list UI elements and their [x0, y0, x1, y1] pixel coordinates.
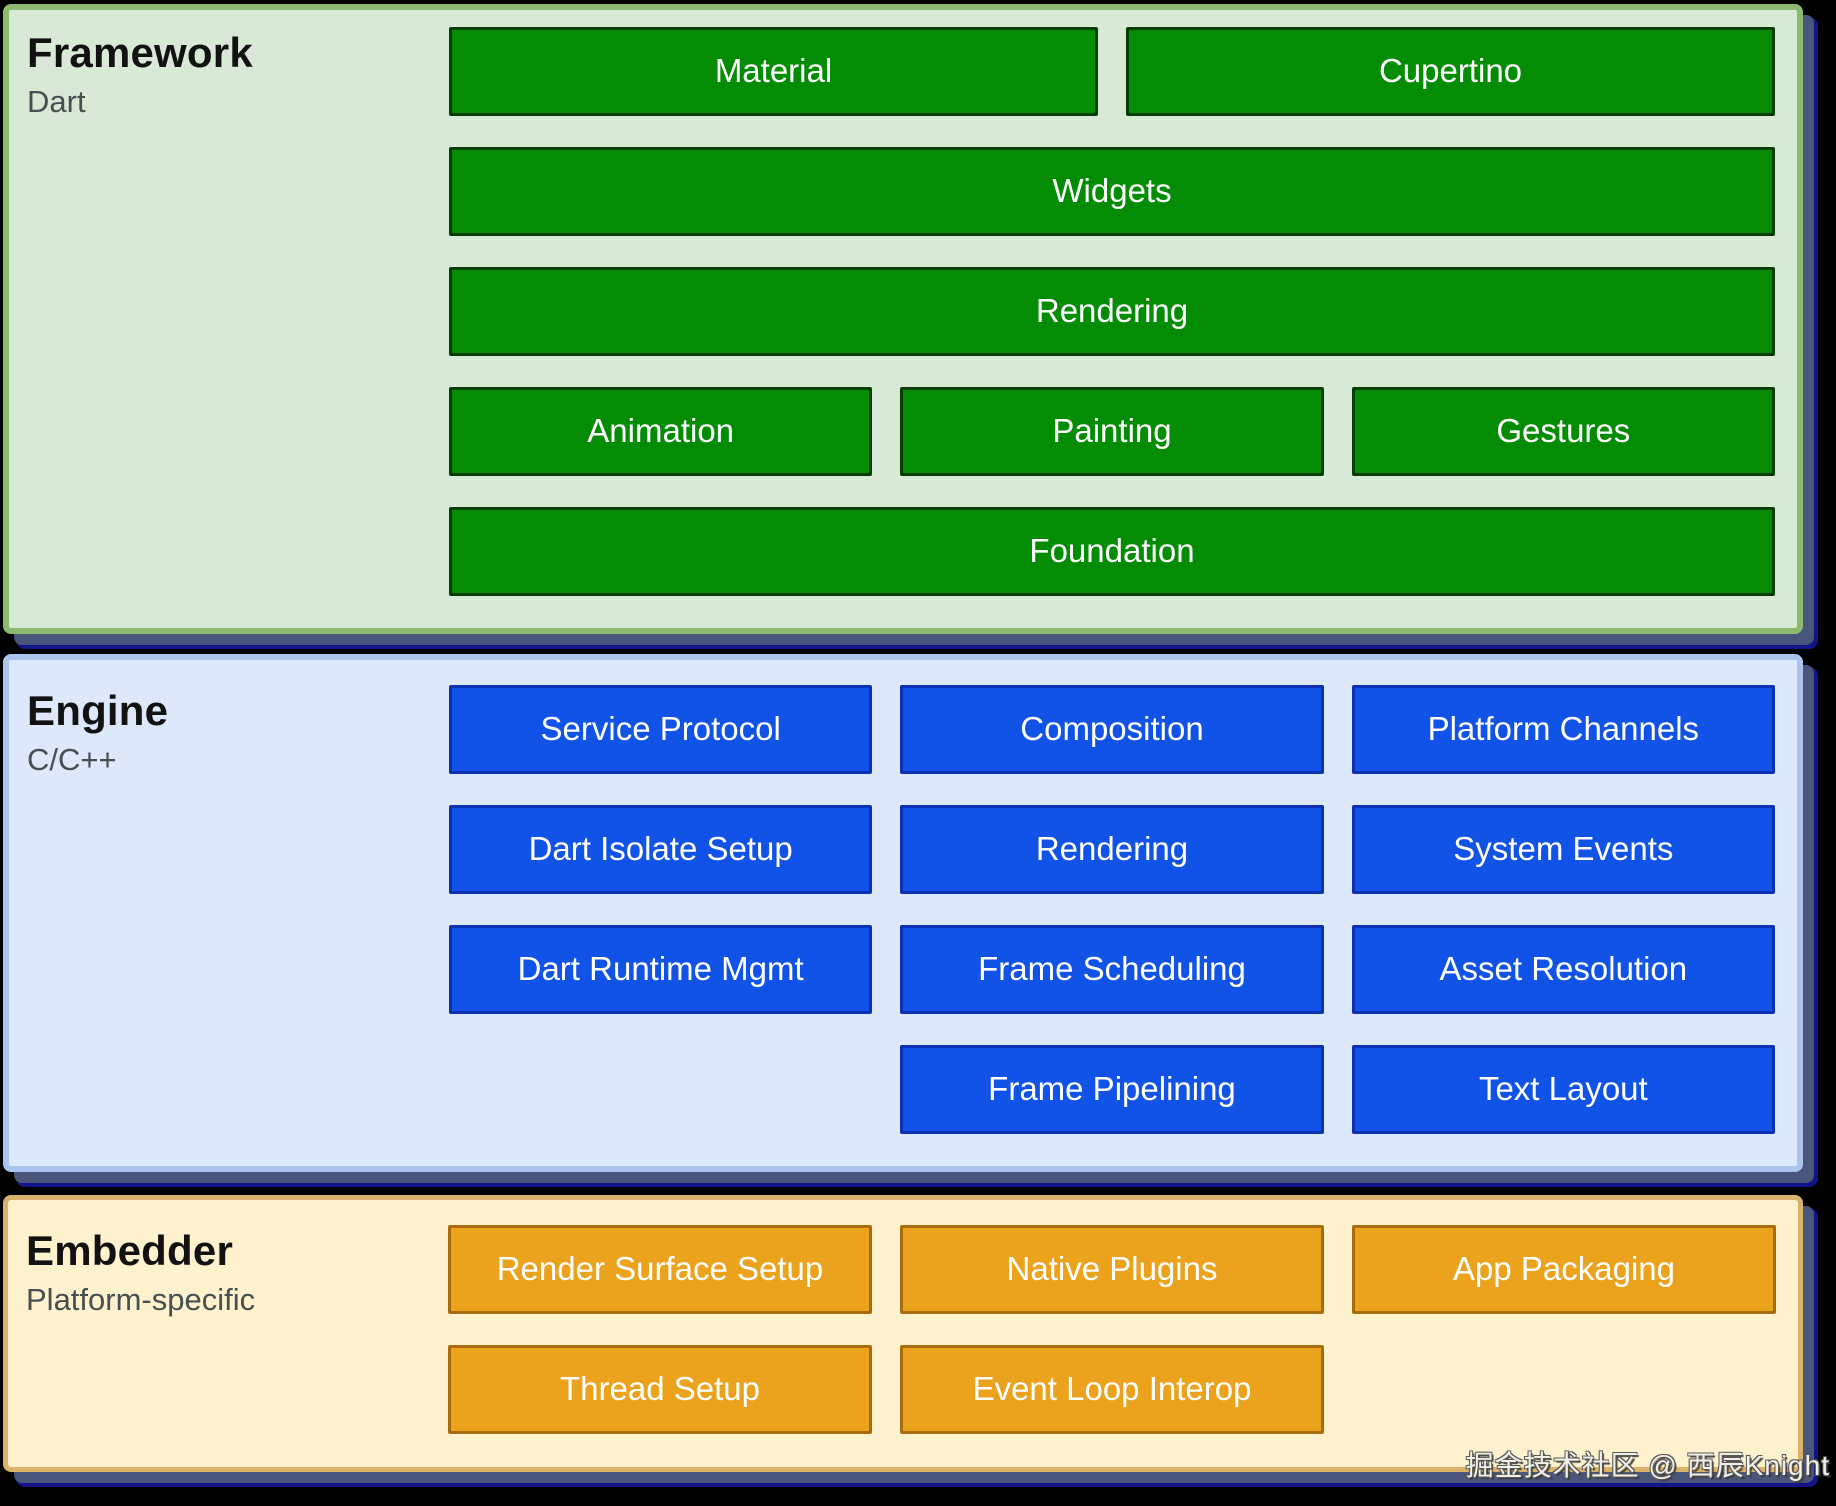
- engine-layer-panel: Engine C/C++ Service Protocol Compositio…: [3, 654, 1803, 1172]
- box-frame-pipelining: Frame Pipelining: [900, 1045, 1324, 1134]
- box-event-loop-interop: Event Loop Interop: [900, 1345, 1324, 1434]
- box-cupertino: Cupertino: [1126, 27, 1775, 116]
- box-frame-scheduling: Frame Scheduling: [900, 925, 1324, 1014]
- box-service-protocol: Service Protocol: [449, 685, 873, 774]
- embedder-boxes-grid: Render Surface Setup Native Plugins App …: [448, 1225, 1776, 1434]
- box-app-packaging: App Packaging: [1352, 1225, 1776, 1314]
- engine-layer-subtitle: C/C++: [27, 742, 117, 778]
- box-rendering-engine: Rendering: [900, 805, 1324, 894]
- box-dart-runtime-mgmt: Dart Runtime Mgmt: [449, 925, 873, 1014]
- box-material: Material: [449, 27, 1098, 116]
- box-platform-channels: Platform Channels: [1351, 685, 1775, 774]
- box-native-plugins: Native Plugins: [900, 1225, 1324, 1314]
- box-foundation: Foundation: [449, 507, 1775, 596]
- box-system-events: System Events: [1351, 805, 1775, 894]
- embedder-layer-panel: Embedder Platform-specific Render Surfac…: [3, 1195, 1803, 1472]
- framework-layer-panel: Framework Dart Material Cupertino Widget…: [3, 4, 1803, 634]
- box-composition: Composition: [900, 685, 1324, 774]
- box-rendering-framework: Rendering: [449, 267, 1775, 356]
- architecture-diagram: Framework Dart Material Cupertino Widget…: [0, 4, 1836, 1506]
- box-dart-isolate-setup: Dart Isolate Setup: [449, 805, 873, 894]
- embedder-layer-subtitle: Platform-specific: [26, 1282, 256, 1318]
- engine-layer-title: Engine: [27, 687, 169, 734]
- framework-label-column: Framework Dart: [9, 27, 449, 596]
- box-thread-setup: Thread Setup: [448, 1345, 872, 1434]
- box-render-surface-setup: Render Surface Setup: [448, 1225, 872, 1314]
- embedder-label-column: Embedder Platform-specific: [8, 1225, 448, 1434]
- box-asset-resolution: Asset Resolution: [1351, 925, 1775, 1014]
- box-animation: Animation: [449, 387, 873, 476]
- box-widgets: Widgets: [449, 147, 1775, 236]
- box-painting: Painting: [900, 387, 1324, 476]
- watermark-text: 掘金技术社区 @ 西辰Knight: [1465, 1450, 1830, 1481]
- box-text-layout: Text Layout: [1351, 1045, 1775, 1134]
- engine-label-column: Engine C/C++: [9, 685, 449, 1134]
- grid-spacer: [449, 1045, 872, 1134]
- box-gestures: Gestures: [1351, 387, 1775, 476]
- embedder-layer-title: Embedder: [26, 1227, 233, 1274]
- engine-boxes-grid: Service Protocol Composition Platform Ch…: [449, 685, 1775, 1134]
- framework-layer-subtitle: Dart: [27, 84, 86, 120]
- framework-boxes-grid: Material Cupertino Widgets Rendering Ani…: [449, 27, 1775, 596]
- framework-layer-title: Framework: [27, 29, 253, 76]
